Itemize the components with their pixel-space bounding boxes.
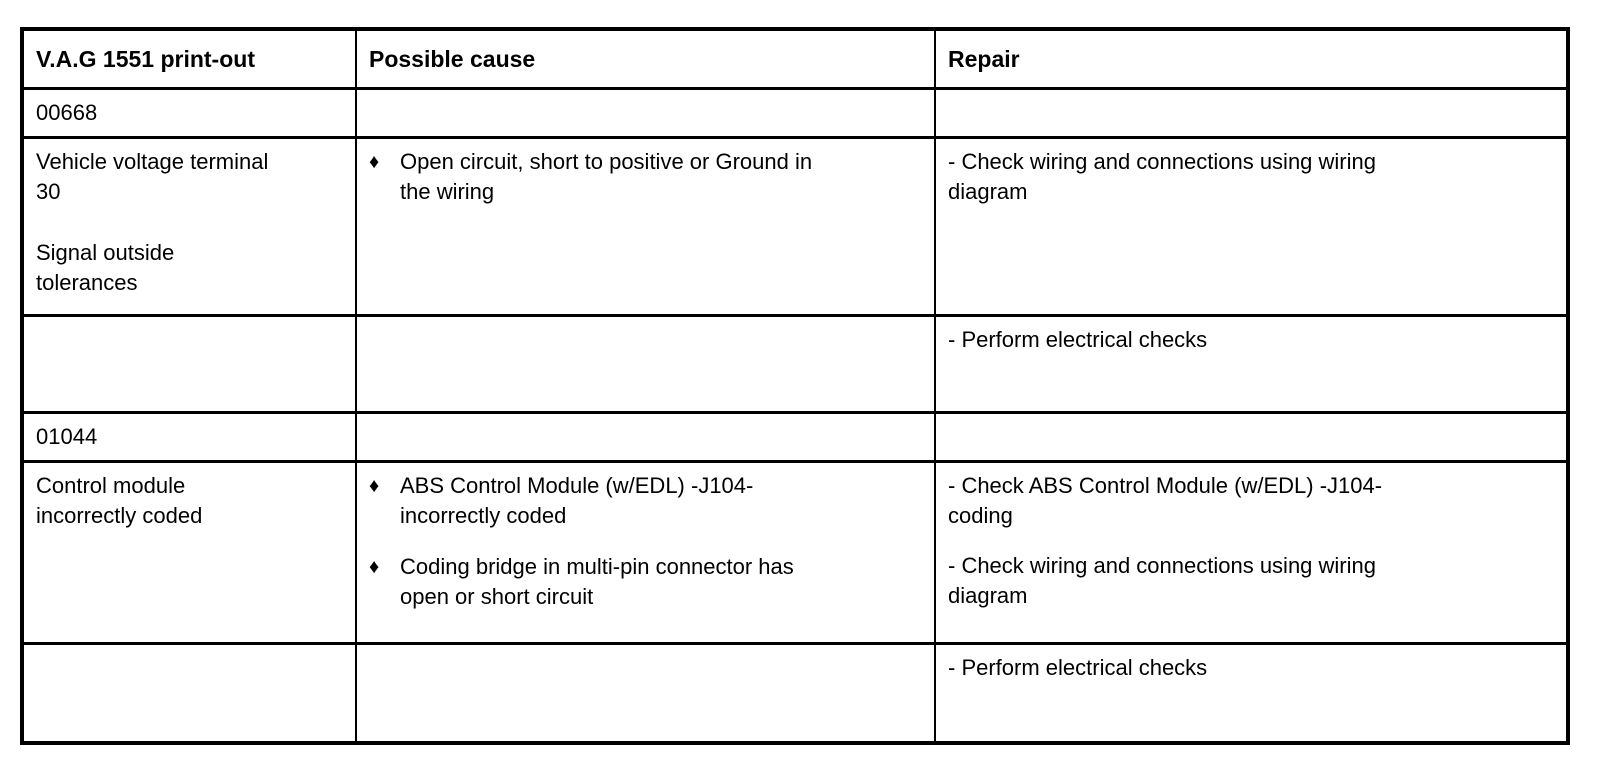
printout-paragraph: Vehicle voltage terminal 30 — [36, 149, 269, 204]
header-row: V.A.G 1551 print-out Possible cause Repa… — [21, 27, 1569, 90]
cause-item: ♦ Open circuit, short to positive or Gro… — [369, 147, 920, 207]
repair-cell: - Check wiring and connections using wir… — [934, 136, 1569, 317]
diamond-bullet-icon: ♦ — [369, 556, 380, 578]
repair-item: - Check ABS Control Module (w/EDL) -J104… — [948, 473, 1383, 528]
cause-text: Open circuit, short to positive or Groun… — [400, 149, 813, 204]
diamond-bullet-icon: ♦ — [369, 475, 380, 497]
repair-item: - Check wiring and connections using wir… — [948, 553, 1376, 608]
column-header-repair: Repair — [934, 27, 1569, 90]
cause-item: ♦ Coding bridge in multi-pin connector h… — [369, 552, 920, 612]
cause-text: Coding bridge in multi-pin connector has… — [400, 554, 794, 609]
printout-description-cell: Vehicle voltage terminal 30 Signal outsi… — [21, 136, 357, 317]
cause-item: ♦ ABS Control Module (w/EDL) -J104- inco… — [369, 471, 920, 531]
column-header-possible-cause: Possible cause — [355, 27, 936, 90]
possible-cause-cell: ♦ Open circuit, short to positive or Gro… — [355, 136, 936, 317]
table-row-detail-00668: Vehicle voltage terminal 30 Signal outsi… — [21, 136, 1569, 317]
column-header-printout: V.A.G 1551 print-out — [21, 27, 357, 90]
repair-item: - Perform electrical checks — [948, 655, 1208, 680]
table-row-code-00668: 00668 — [21, 87, 1569, 139]
printout-paragraph: Signal outside tolerances — [36, 240, 175, 295]
printout-paragraph: Control module incorrectly coded — [36, 473, 203, 528]
empty-cell — [21, 314, 357, 414]
diamond-bullet-icon: ♦ — [369, 151, 380, 173]
empty-cell — [355, 411, 936, 463]
repair-cell: - Check ABS Control Module (w/EDL) -J104… — [934, 460, 1569, 645]
table-row-detail-01044: Control module incorrectly coded ♦ ABS C… — [21, 460, 1569, 645]
diagnostic-trouble-code-table: V.A.G 1551 print-out Possible cause Repa… — [20, 27, 1570, 745]
empty-cell — [934, 411, 1569, 463]
table-row-code-01044: 01044 — [21, 411, 1569, 463]
table-row-electrical-checks: - Perform electrical checks — [21, 642, 1569, 744]
repair-cell: - Perform electrical checks — [934, 314, 1569, 414]
fault-code-cell: 01044 — [21, 411, 357, 463]
repair-cell: - Perform electrical checks — [934, 642, 1569, 744]
table-row-electrical-checks: - Perform electrical checks — [21, 314, 1569, 414]
repair-item: - Perform electrical checks — [948, 327, 1208, 352]
fault-code-cell: 00668 — [21, 87, 357, 139]
printout-description-cell: Control module incorrectly coded — [21, 460, 357, 645]
empty-cell — [934, 87, 1569, 139]
possible-cause-cell: ♦ ABS Control Module (w/EDL) -J104- inco… — [355, 460, 936, 645]
repair-item: - Check wiring and connections using wir… — [948, 149, 1376, 204]
cause-text: ABS Control Module (w/EDL) -J104- incorr… — [400, 473, 754, 528]
empty-cell — [355, 314, 936, 414]
empty-cell — [355, 642, 936, 744]
empty-cell — [355, 87, 936, 139]
empty-cell — [21, 642, 357, 744]
